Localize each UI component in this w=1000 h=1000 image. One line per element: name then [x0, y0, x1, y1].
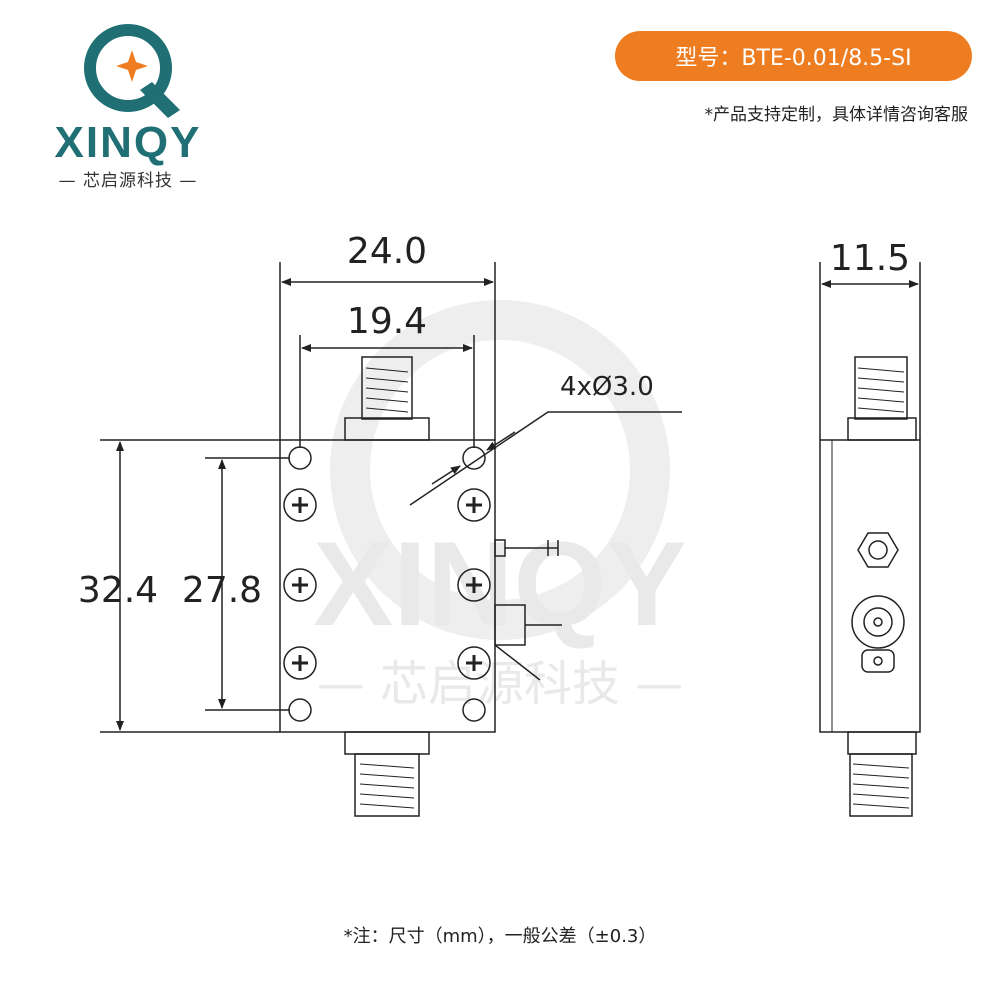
- mount-hole: [288, 698, 312, 722]
- side-top-nut: [847, 417, 917, 441]
- model-badge: 型号：BTE-0.01/8.5-SI: [615, 31, 972, 81]
- screw-icon: [283, 568, 317, 602]
- dim-label-height-outer: 32.4: [78, 570, 158, 611]
- side-feedthrough: [851, 595, 905, 649]
- top-connector-thread: [361, 356, 413, 420]
- side-view: [819, 356, 921, 817]
- side-bottom-nut: [847, 731, 917, 755]
- logo-q-icon: [84, 24, 180, 118]
- side-dimensions: [819, 262, 921, 440]
- logo-wordmark: XINQY: [54, 118, 202, 167]
- dim-label-height-inner: 27.8: [182, 570, 262, 611]
- brand-logo: XINQY — 芯启源科技 —: [28, 20, 228, 191]
- dim-label-depth: 11.5: [830, 238, 910, 279]
- logo-tagline: — 芯启源科技 —: [58, 171, 198, 191]
- bottom-nut: [344, 731, 430, 755]
- bottom-connector-thread: [354, 753, 420, 817]
- side-top-thread: [854, 356, 908, 420]
- dim-label-width-outer: 24.0: [347, 231, 427, 272]
- screw-icon: [457, 488, 491, 522]
- dim-label-holes: 4xØ3.0: [560, 372, 654, 402]
- screw-icon: [283, 488, 317, 522]
- hole-leader-arrow-1: [486, 431, 516, 451]
- side-bottom-thread: [849, 753, 913, 817]
- side-body: [819, 439, 921, 733]
- mount-hole: [462, 446, 486, 470]
- side-solder-tab: [861, 649, 895, 673]
- tolerance-note: *注：尺寸（mm），一般公差（±0.3）: [343, 926, 657, 947]
- watermark-tagline: — 芯启源科技 —: [317, 656, 684, 712]
- screw-icon: [283, 646, 317, 680]
- front-view: [279, 356, 562, 817]
- screw-icon: [457, 568, 491, 602]
- screw-icon: [457, 646, 491, 680]
- custom-note: *产品支持定制，具体详情咨询客服: [704, 105, 969, 125]
- mount-hole: [462, 698, 486, 722]
- mount-hole: [288, 446, 312, 470]
- hole-leader-arrow-2: [431, 465, 461, 485]
- watermark-word: XINQY: [313, 517, 686, 651]
- side-wire: [494, 644, 541, 681]
- dim-label-width-inner: 19.4: [347, 301, 427, 342]
- side-hex-nut: [857, 532, 899, 568]
- front-dimensions: [100, 262, 682, 733]
- side-pin: [505, 540, 559, 556]
